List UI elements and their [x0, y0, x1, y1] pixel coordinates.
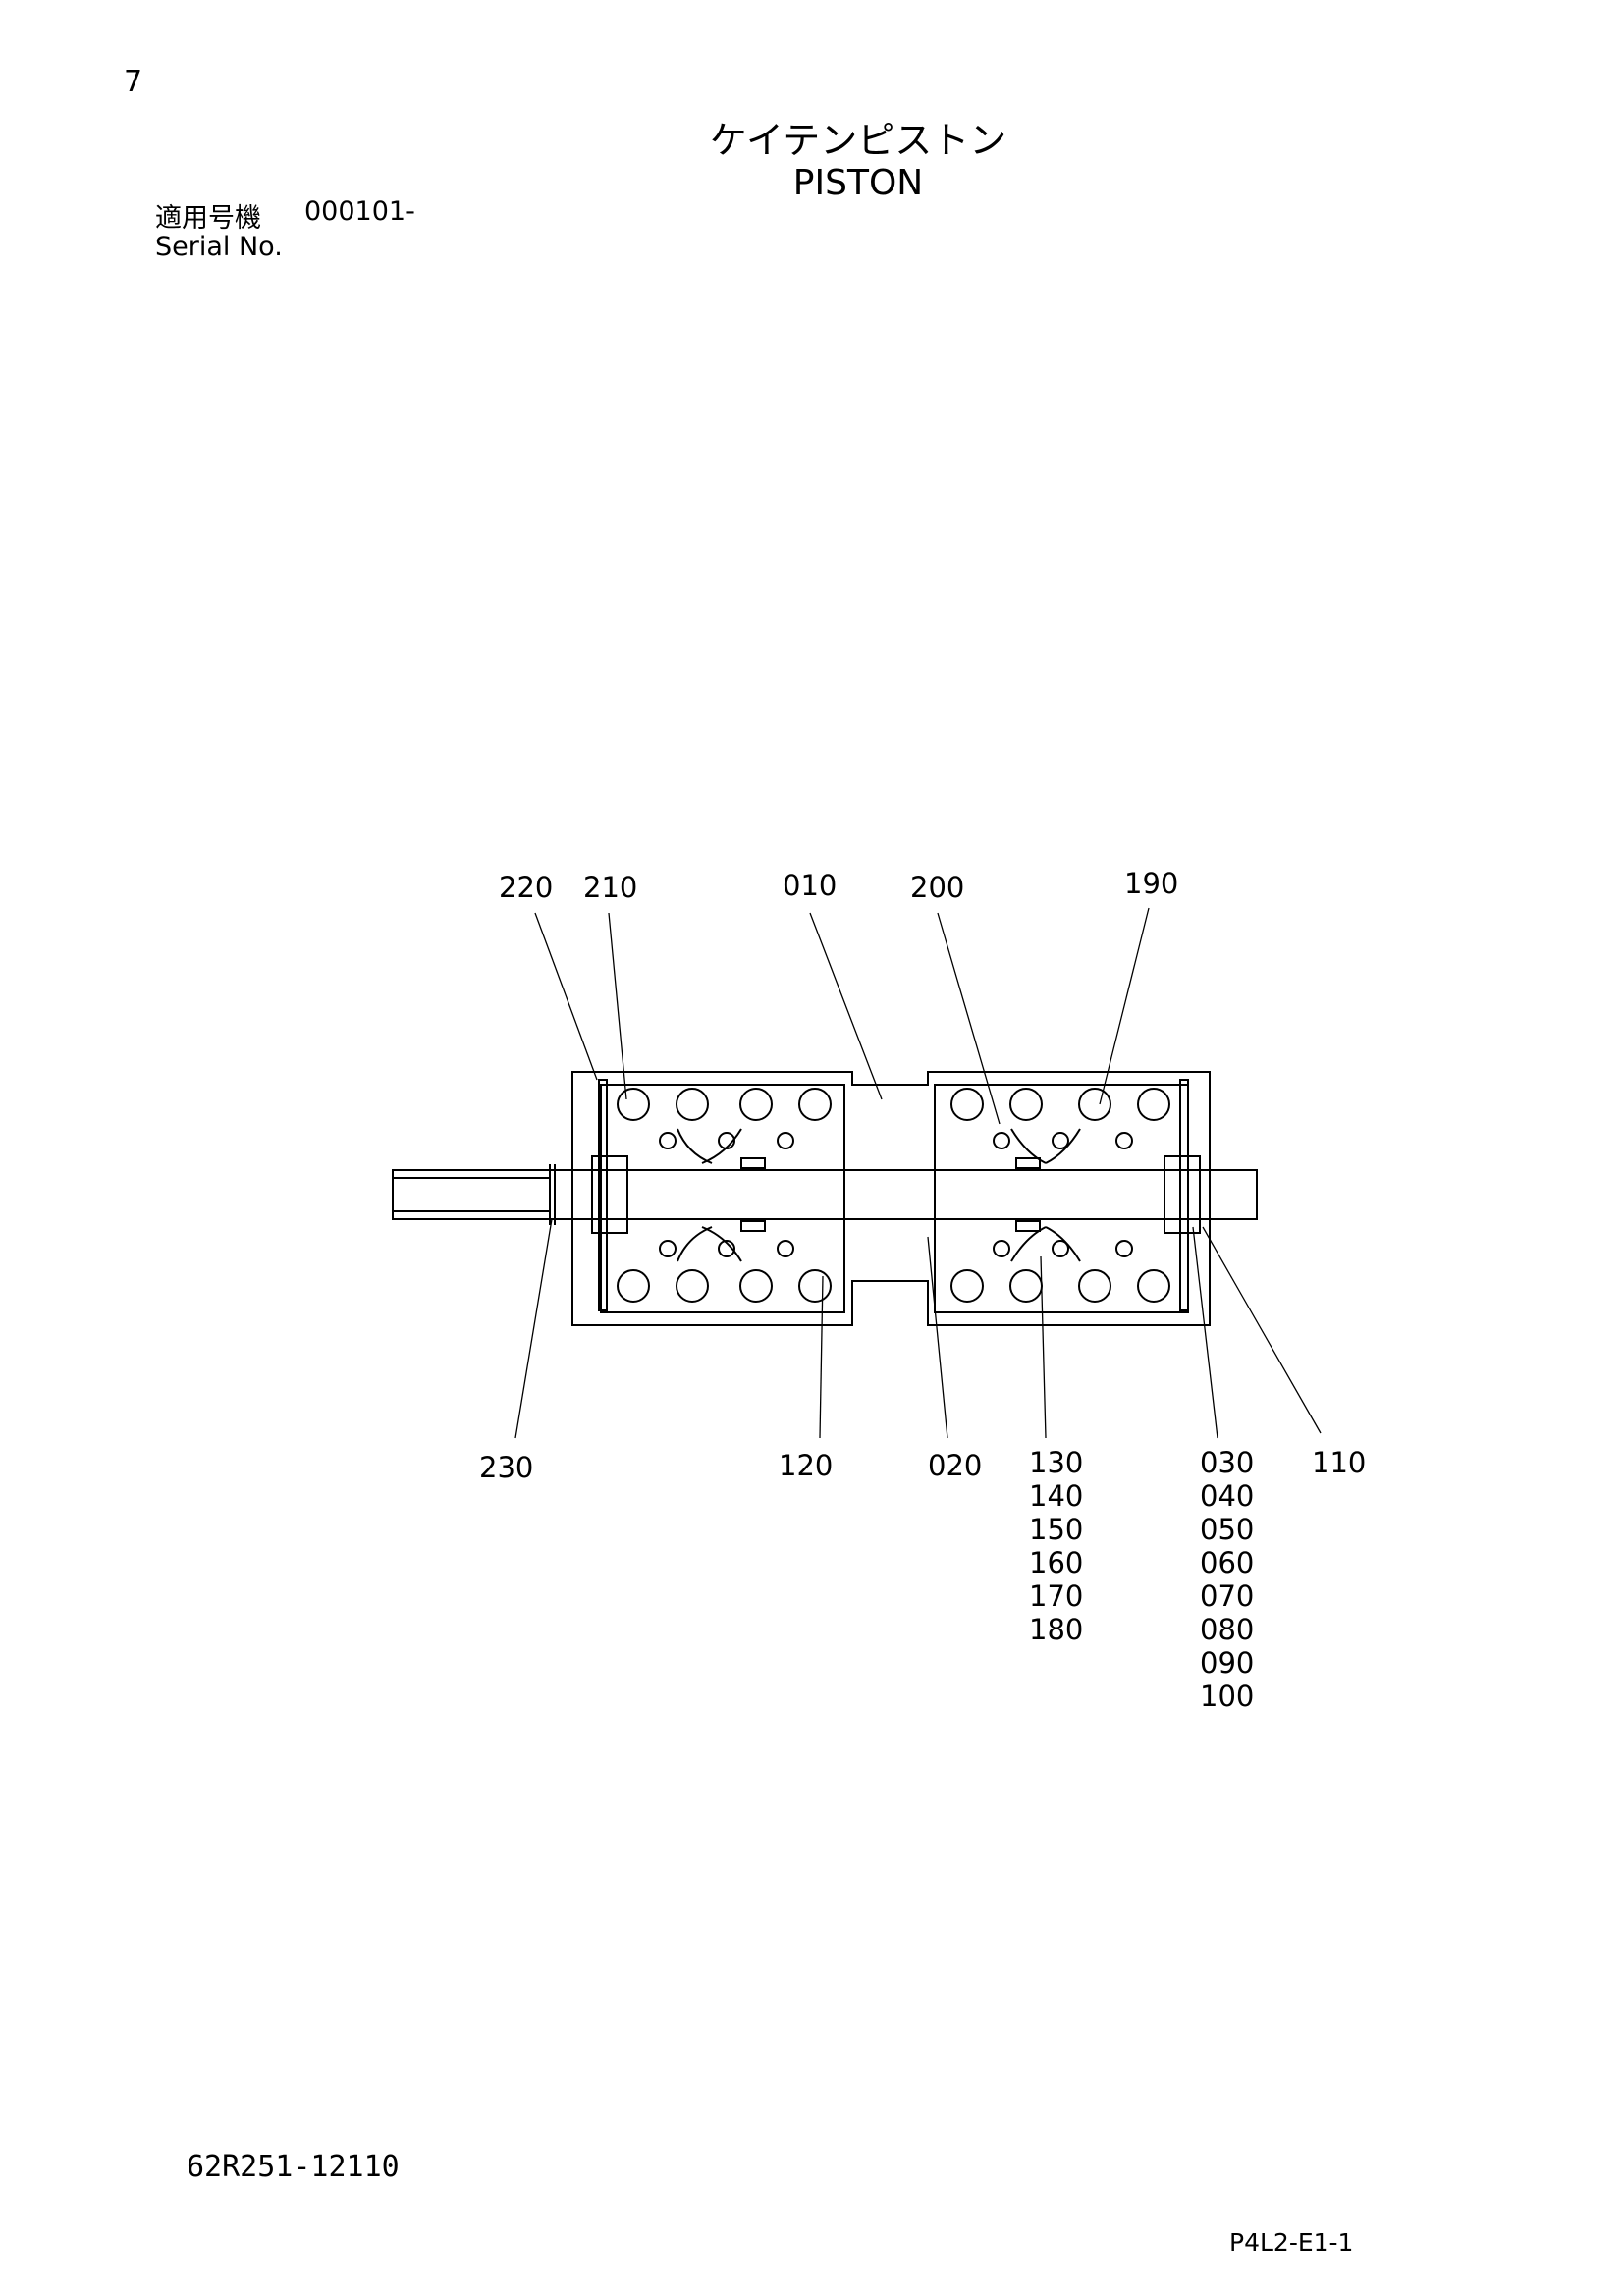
callout-230: 230 — [479, 1451, 533, 1484]
page-title: PISTON — [792, 163, 924, 203]
callout-group-130-item: 180 — [1029, 1613, 1083, 1646]
left-bearing — [591, 1155, 628, 1234]
sheet-code: P4L2-E1-1 — [1229, 2228, 1354, 2257]
callout-group-030-item: 050 — [1200, 1513, 1254, 1546]
callout-group-030-item: 060 — [1200, 1546, 1254, 1579]
callout-010: 010 — [783, 869, 837, 902]
page-number: 7 — [124, 65, 143, 99]
shaft — [392, 1169, 1258, 1220]
callout-group-030-item: 100 — [1200, 1680, 1254, 1713]
piston-circles — [617, 1088, 1170, 1303]
callout-120: 120 — [779, 1449, 833, 1482]
page-title-japanese: ケイテンピストン — [709, 119, 1007, 162]
callout-group-030: 030 040 050 060 070 080 090 100 — [1200, 1446, 1254, 1713]
callout-group-130-item: 140 — [1029, 1479, 1083, 1513]
callout-220: 220 — [499, 871, 553, 904]
callout-group-030-item: 080 — [1200, 1613, 1254, 1646]
callout-020: 020 — [928, 1449, 982, 1482]
callout-200: 200 — [910, 871, 964, 904]
callout-group-030-item: 070 — [1200, 1579, 1254, 1613]
drawing-number: 62R251-12110 — [187, 2150, 400, 2184]
serial-value: 000101- — [304, 196, 415, 227]
cylinder-housing — [571, 1071, 1211, 1326]
callout-210: 210 — [583, 871, 637, 904]
callout-group-130-item: 170 — [1029, 1579, 1083, 1613]
callout-group-030-item: 030 — [1200, 1446, 1254, 1479]
leader-lines — [514, 907, 1322, 1439]
callout-group-130: 130 140 150 160 170 180 — [1029, 1446, 1083, 1646]
callout-group-030-item: 090 — [1200, 1646, 1254, 1680]
right-bearing — [1164, 1155, 1201, 1234]
callout-group-130-item: 160 — [1029, 1546, 1083, 1579]
serial-sub-label: Serial No. — [155, 232, 283, 262]
callout-group-130-item: 150 — [1029, 1513, 1083, 1546]
callout-group-130-item: 130 — [1029, 1446, 1083, 1479]
callout-190: 190 — [1124, 867, 1178, 900]
serial-label: 適用号機 — [155, 203, 261, 234]
callout-group-030-item: 040 — [1200, 1479, 1254, 1513]
callout-110: 110 — [1312, 1446, 1366, 1479]
